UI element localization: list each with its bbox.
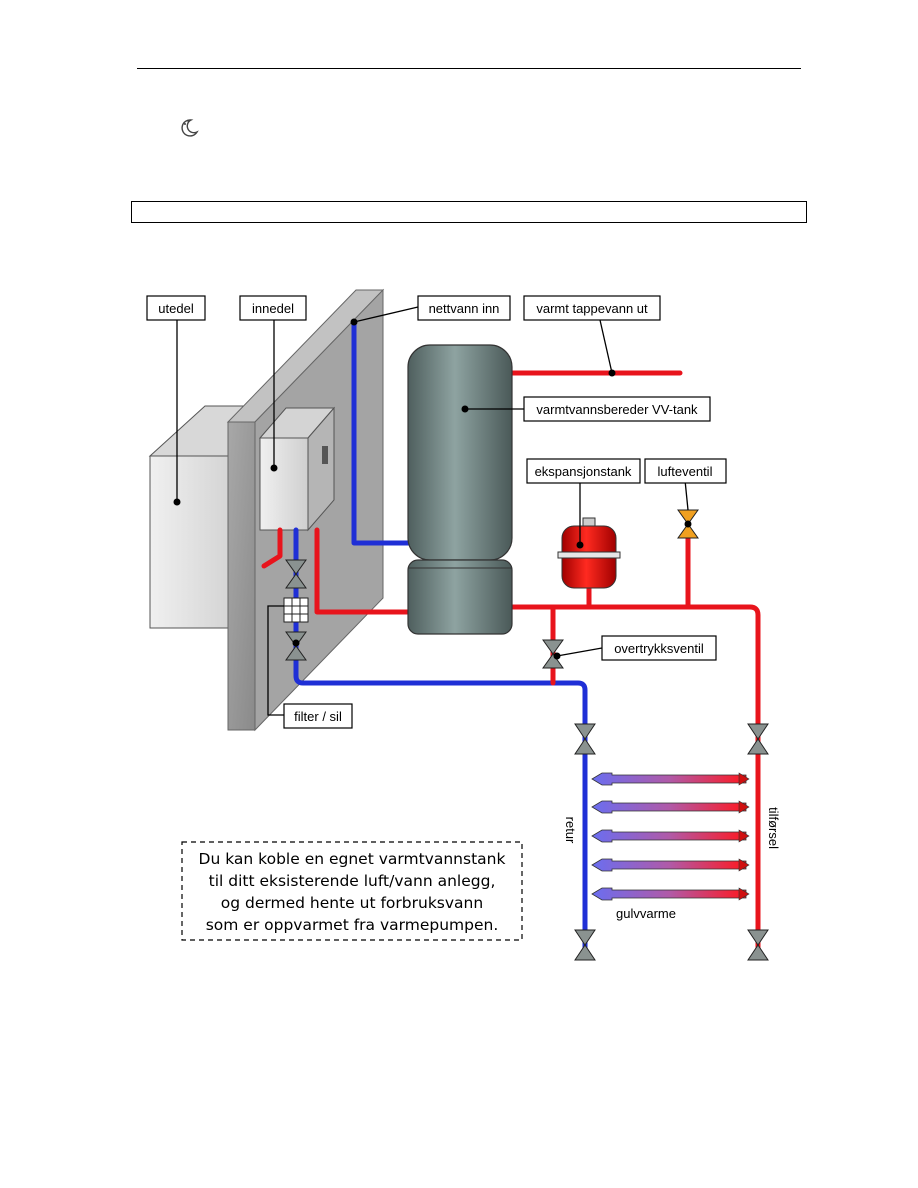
floor-loop	[591, 858, 750, 872]
floor-loop	[591, 800, 750, 814]
floor-loop	[591, 887, 750, 901]
note-line: Du kan koble en egnet varmtvannstank	[199, 850, 506, 868]
hot-water-tank	[407, 344, 513, 635]
leader-dots	[173, 318, 692, 660]
valve-tilforsel-bottom	[747, 929, 769, 961]
leader-lines	[176, 306, 689, 716]
note-line: og dermed hente ut forbruksvann	[221, 894, 483, 912]
valve-vent	[677, 509, 699, 539]
label-vv-tank: varmtvannsbereder VV-tank	[536, 402, 698, 417]
filter-strainer	[283, 597, 309, 623]
expansion-tank	[557, 517, 621, 589]
floor-loop	[591, 829, 750, 843]
valve-lower	[285, 631, 307, 661]
label-filter-sil: filter / sil	[294, 709, 342, 724]
label-varmt-tappevann-ut: varmt tappevann ut	[536, 301, 648, 316]
valve-retur-top	[574, 723, 596, 755]
note-line: som er oppvarmet fra varmepumpen.	[206, 916, 499, 934]
label-retur: retur	[563, 817, 578, 844]
valve-upper	[285, 559, 307, 589]
note-line: til ditt eksisterende luft/vann anlegg,	[209, 872, 496, 890]
label-nettvann-inn: nettvann inn	[429, 301, 500, 316]
info-note: Du kan koble en egnet varmtvannstank til…	[181, 841, 523, 941]
floor-loop	[591, 772, 750, 786]
label-innedel: innedel	[252, 301, 294, 316]
label-overtrykksventil: overtrykksventil	[614, 641, 704, 656]
label-tilforsel: tilførsel	[766, 807, 781, 849]
floor-heating-loops	[591, 772, 750, 901]
label-lufteventil: lufteventil	[658, 464, 713, 479]
moon-icon	[181, 119, 199, 137]
valve-tilforsel-top	[747, 723, 769, 755]
header-rule	[137, 68, 801, 69]
valve-overtrykk	[542, 639, 564, 669]
valves	[285, 509, 769, 961]
label-ekspansjonstank: ekspansjonstank	[535, 464, 632, 479]
indoor-unit	[258, 406, 336, 532]
empty-boxed-line	[131, 201, 807, 223]
label-gulvvarme: gulvvarme	[616, 906, 676, 921]
valve-retur-bottom	[574, 929, 596, 961]
label-boxes	[146, 295, 727, 729]
label-utedel: utedel	[158, 301, 194, 316]
